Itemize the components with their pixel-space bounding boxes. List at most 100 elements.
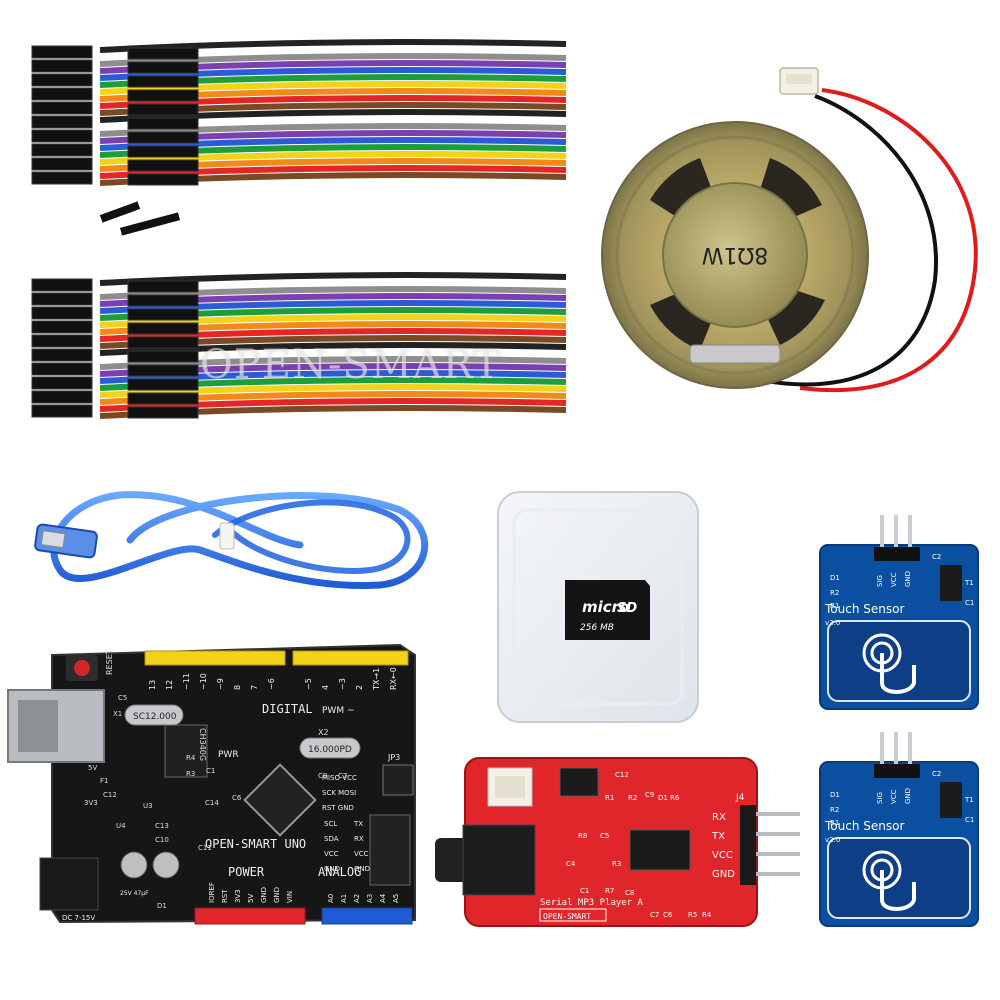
uno-power-pin: IOREF <box>208 882 216 903</box>
open-smart-uno-board: RESET SC12.000 16.000PD X2 CH340G DIGITA… <box>7 643 416 925</box>
mp3-component-label: C8 <box>625 889 634 897</box>
uno-power-pin: GND <box>260 887 268 903</box>
uno-dc-label: DC 7-15V <box>62 914 95 922</box>
touch-pin-label: GND <box>904 788 912 804</box>
uno-power-pin: 3V3 <box>234 889 242 903</box>
uno-component-label: C1 <box>206 767 215 775</box>
uno-digital-pin: TX→1 <box>372 668 381 691</box>
mp3-component-label: C7 <box>650 911 659 919</box>
uno-uart-label: RX <box>354 835 364 843</box>
mp3-component-label: C9 <box>645 791 654 799</box>
mp3-pin-label: RX <box>712 812 726 823</box>
uno-component-label: R4 <box>186 754 196 762</box>
touch-component-label: R2 <box>830 589 839 597</box>
uno-digital-pin: 12 <box>165 680 174 690</box>
touch-component-label: D1 <box>830 574 840 582</box>
uno-digital-pin: ~6 <box>267 678 276 690</box>
sd-capacity: 256 MB <box>580 623 614 633</box>
touch-sensor-name: Touch Sensor <box>824 602 904 616</box>
uno-power-pin: 5V <box>247 894 255 903</box>
sd-card-case: micro SD 256 MB <box>497 491 699 723</box>
uno-chip: CH340G <box>198 728 207 761</box>
touch-component-label: C2 <box>932 553 941 561</box>
mp3-pin-label: TX <box>711 831 725 842</box>
uno-component-label: F1 <box>100 777 108 785</box>
touch-component-label: T1 <box>964 579 974 587</box>
uno-crystal1: SC12.000 <box>133 712 177 722</box>
mp3-component-label: C5 <box>600 832 609 840</box>
uno-analog-pin: A4 <box>379 893 387 903</box>
uno-power-pin: VIN <box>286 891 294 903</box>
sd-brand-sub: SD <box>617 601 637 616</box>
uno-digital-pin: 13 <box>148 680 157 690</box>
speaker-marking: 8Ω1W <box>701 242 768 267</box>
mp3-pin-label: GND <box>712 869 735 880</box>
touch-pin-label: VCC <box>890 789 898 804</box>
uno-cap-text: 25V 47μF <box>120 890 149 897</box>
touch-component-label: R2 <box>830 806 839 814</box>
jumper-wire-bundle-bottom <box>31 272 567 419</box>
touch-component-label: T1 <box>964 796 974 804</box>
mp3-component-label: R5 <box>688 911 697 919</box>
mp3-component-label: R1 <box>605 794 614 802</box>
uno-uart-label: GND <box>354 865 370 873</box>
mp3-component-label: C4 <box>566 860 576 868</box>
jumper-wire-bundle-top <box>31 39 567 236</box>
uno-component-label: C12 <box>103 791 117 799</box>
touch-pin-label: SIG <box>876 575 884 587</box>
mp3-component-label: C12 <box>615 771 629 779</box>
touch-pin-label: GND <box>904 571 912 587</box>
uno-analog-label: ANALOG <box>318 865 361 879</box>
uno-component-label: C11 <box>198 844 212 852</box>
touch-component-label: C2 <box>932 770 941 778</box>
uno-i2c-label: GND <box>324 865 340 873</box>
uno-i2c-label: VCC <box>324 850 339 858</box>
uno-power-pin: RST <box>221 889 229 903</box>
touch-sensor-version: v2.0 <box>825 836 840 844</box>
uno-digital-pin: ~3 <box>338 678 347 690</box>
mp3-component-label: R6 <box>670 794 680 802</box>
uno-pwr-label: PWR <box>218 750 239 760</box>
uno-digital-pin: ~9 <box>216 678 225 690</box>
uno-component-label: C13 <box>155 822 169 830</box>
uno-icsp-label: RST GND <box>322 804 354 812</box>
uno-component-label: X1 <box>113 710 122 718</box>
touch-pin-label: VCC <box>890 572 898 587</box>
mp3-component-label: R4 <box>702 911 712 919</box>
uno-analog-pin: A5 <box>392 894 400 903</box>
micro-sd-card: micro SD 256 MB <box>565 580 650 640</box>
uno-digital-pin: RX←0 <box>389 667 398 690</box>
uno-icsp-label: SCK MOSI <box>322 789 356 797</box>
uno-name: OPEN-SMART UNO <box>205 837 306 851</box>
touch-component-label: D1 <box>830 791 840 799</box>
uno-digital-pin: ~5 <box>304 678 313 690</box>
mp3-header-pins <box>756 812 800 876</box>
mp3-j4-label: J4 <box>735 793 745 803</box>
uno-uart-label: VCC <box>354 850 369 858</box>
mp3-component-label: R7 <box>605 887 614 895</box>
mp3-brand: OPEN-SMART <box>543 912 591 921</box>
touch-finger-icon <box>862 633 916 694</box>
mp3-component-label: D1 <box>658 794 668 802</box>
touch-finger-icon <box>862 850 916 911</box>
uno-pwm-label: PWM ~ <box>322 706 355 716</box>
touch-pin-label: SIG <box>876 792 884 804</box>
uno-power-label: POWER <box>228 865 265 879</box>
uno-digital-pin: ~10 <box>199 673 208 690</box>
sd-brand: micro <box>582 598 629 616</box>
usb-cable <box>34 491 429 590</box>
uno-crystal2: 16.000PD <box>308 745 352 755</box>
uno-component-label: C14 <box>205 799 219 807</box>
touch-sensor-version: v2.0 <box>825 619 840 627</box>
mp3-component-label: R8 <box>578 832 587 840</box>
uno-component-label: U3 <box>143 802 153 810</box>
touch-component-label: R1 <box>830 819 839 827</box>
mp3-name: Serial MP3 Player A <box>540 898 644 908</box>
uno-component-label: D1 <box>157 902 167 910</box>
